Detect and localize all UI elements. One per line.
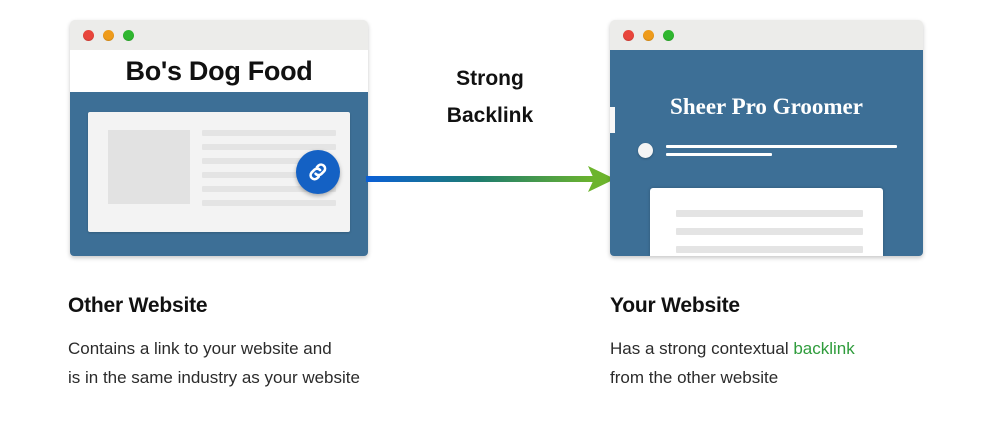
close-red-dot-icon[interactable] [83, 30, 94, 41]
your-website-caption-line-1: Has a strong contextual backlink [610, 334, 855, 363]
minimize-amber-dot-icon[interactable] [103, 30, 114, 41]
document-text-lines [676, 210, 863, 256]
minimize-amber-dot-icon[interactable] [643, 30, 654, 41]
other-website-browser-window: Bo's Dog Food [70, 20, 368, 256]
other-website-caption-heading: Other Website [68, 294, 208, 317]
backlink-arrow [366, 160, 616, 200]
document-text-line [676, 228, 863, 235]
other-website-caption-line-2: is in the same industry as your website [68, 368, 360, 387]
other-website-caption: Other Website Contains a link to your we… [68, 294, 360, 392]
article-text-line [202, 130, 336, 136]
other-website-site-title: Bo's Dog Food [125, 55, 313, 86]
arrow-label: Strong Backlink [390, 60, 590, 134]
article-text-line [202, 144, 336, 150]
arrow-label-line-1: Strong [456, 67, 524, 90]
left-window-traffic-lights [83, 30, 134, 41]
article-thumbnail-placeholder [108, 130, 190, 204]
arrow-graphic [366, 166, 615, 192]
maximize-green-dot-icon[interactable] [663, 30, 674, 41]
right-window-document-card [650, 188, 883, 256]
backlink-highlight-word: backlink [793, 339, 855, 358]
your-website-site-title: Sheer Pro Groomer [670, 94, 863, 119]
your-website-caption-line-1-text: Has a strong contextual [610, 339, 794, 358]
your-website-caption-heading: Your Website [610, 294, 740, 317]
maximize-green-dot-icon[interactable] [123, 30, 134, 41]
nav-line [666, 153, 773, 156]
left-edge-notch [610, 107, 615, 133]
backlink-badge[interactable] [296, 150, 340, 194]
your-website-caption-line-2: from the other website [610, 368, 779, 387]
your-website-caption: Your Website Has a strong contextual bac… [610, 294, 855, 392]
nav-line [666, 145, 897, 148]
article-text-line [202, 172, 336, 178]
left-window-header-band: Bo's Dog Food [70, 50, 368, 92]
right-window-nav-row [638, 142, 897, 168]
other-website-caption-line-1: Contains a link to your website and [68, 339, 332, 358]
avatar [638, 143, 653, 158]
article-text-line [202, 158, 336, 164]
left-window-article-card [88, 112, 350, 232]
your-website-browser-window: Sheer Pro Groomer [610, 20, 923, 256]
document-text-line [676, 246, 863, 253]
right-window-body: Sheer Pro Groomer [610, 50, 923, 256]
nav-placeholder-lines [666, 145, 897, 161]
left-window-body [70, 92, 368, 256]
close-red-dot-icon[interactable] [623, 30, 634, 41]
right-window-titlebar [610, 20, 923, 50]
article-text-line [202, 186, 336, 192]
right-window-traffic-lights [623, 30, 674, 41]
chain-link-icon [309, 163, 327, 181]
arrow-label-line-2: Backlink [446, 104, 534, 127]
article-text-line [202, 200, 336, 206]
article-text-lines [202, 130, 336, 206]
left-window-titlebar [70, 20, 368, 50]
document-text-line [676, 210, 863, 217]
